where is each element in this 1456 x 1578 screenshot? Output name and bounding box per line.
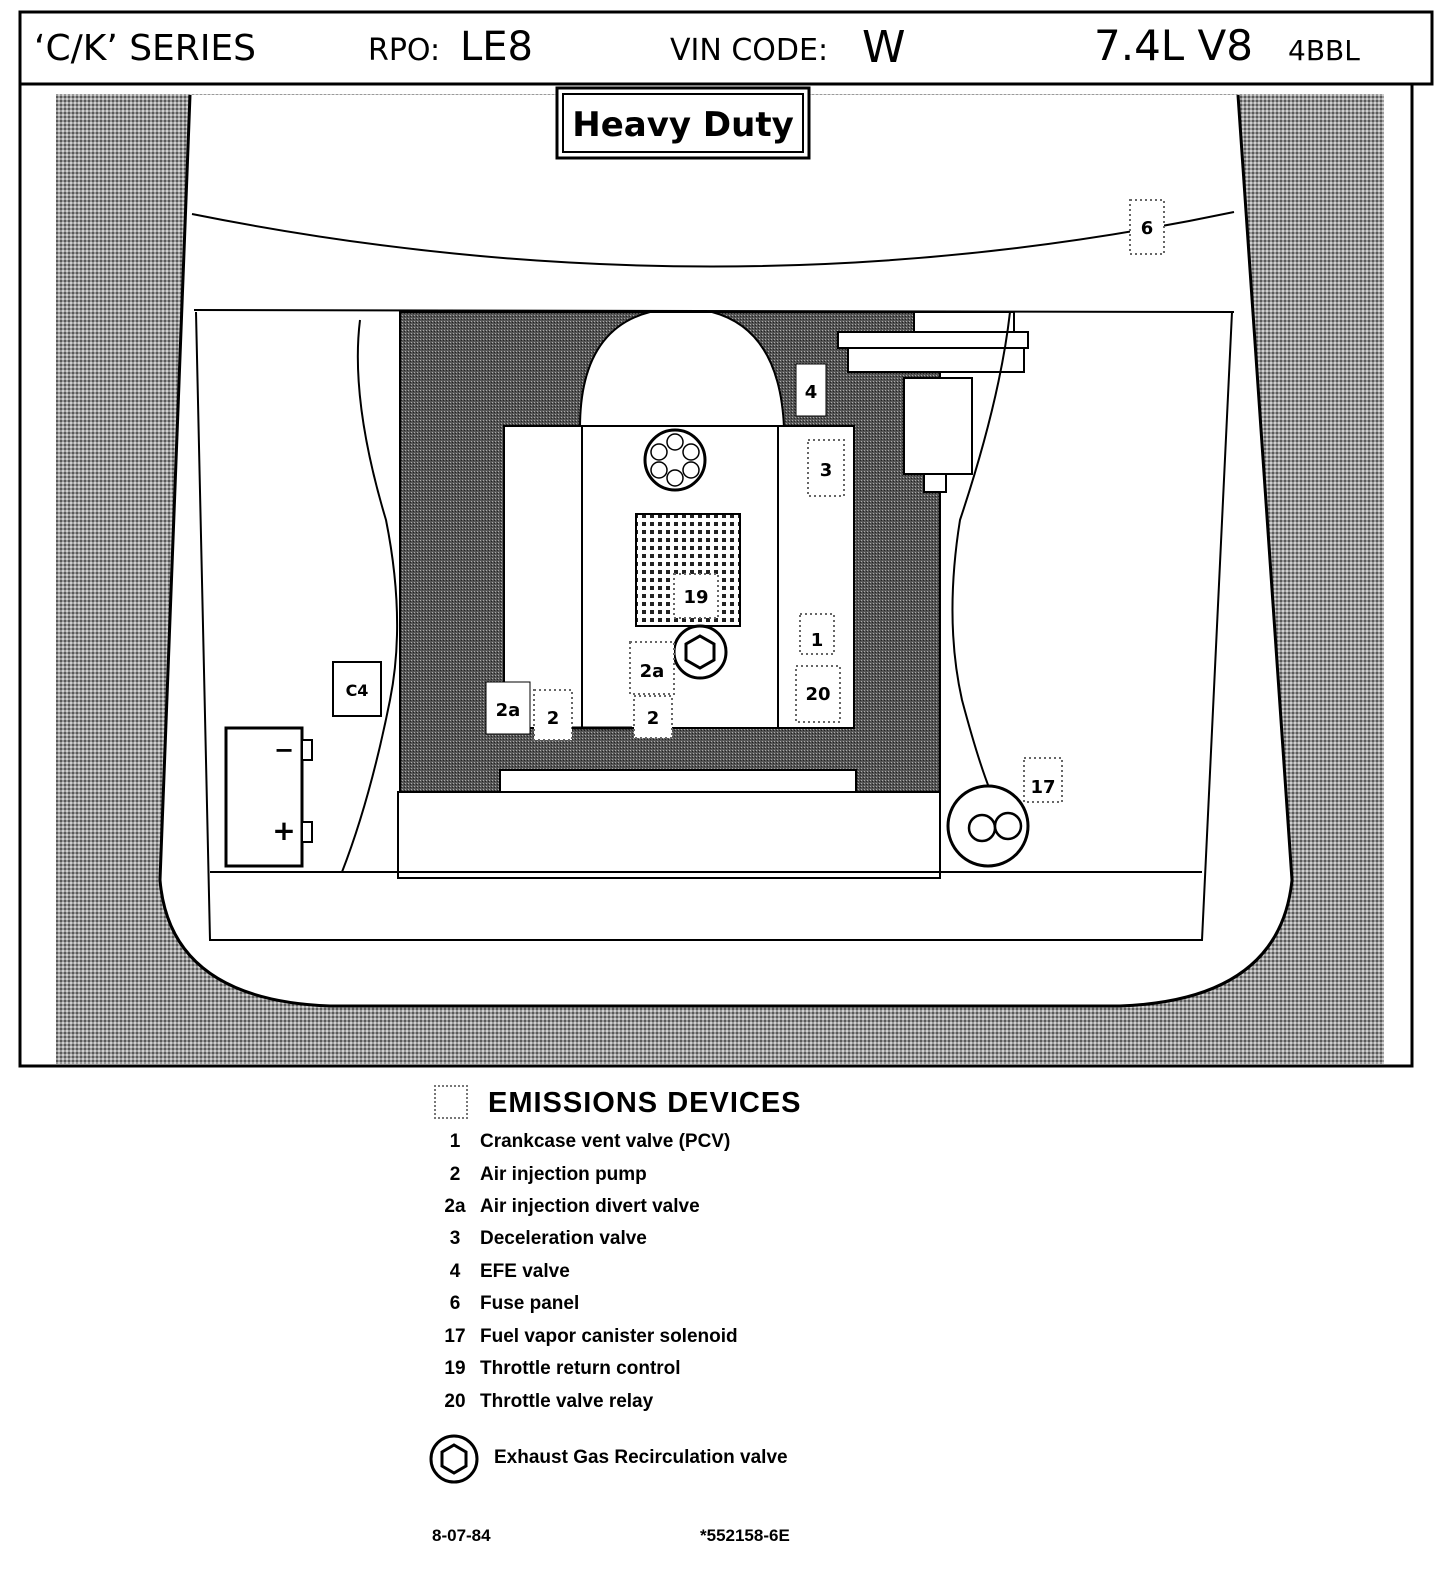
- air-pump-center-marker: [633, 695, 673, 739]
- master-cylinder-cap: [837, 331, 1029, 349]
- decel-valve-marker: [807, 439, 845, 497]
- part-number: *552158-6E: [700, 1526, 790, 1545]
- efe-valve-marker: [795, 363, 827, 417]
- pcv-valve-number: 1: [811, 630, 824, 651]
- air-pump-left-number: 2: [547, 708, 560, 729]
- engine-size: 7.4L V8: [1094, 21, 1253, 70]
- canister-port-right: [993, 811, 1023, 841]
- c4-module: [332, 661, 382, 717]
- air-pump-center-number: 2: [647, 708, 660, 729]
- inner-bay-line: [195, 311, 1233, 941]
- fuse-panel-number: 6: [1141, 218, 1154, 239]
- legend-title: EMISSIONS DEVICES: [488, 1087, 802, 1119]
- heavy-duty-badge-inner: [562, 93, 804, 153]
- booster-top: [913, 311, 1015, 333]
- battery-positive-sign: +: [272, 814, 295, 847]
- air-cleaner-snout: [578, 311, 786, 429]
- front-crossmember: [499, 769, 857, 795]
- heavy-duty-label: Heavy Duty: [572, 105, 793, 145]
- throttle-return-marker: [673, 573, 719, 619]
- egr-icon: [429, 1434, 479, 1484]
- legend-dotted-swatch: [434, 1085, 468, 1119]
- canister-solenoid-number: 17: [1030, 777, 1055, 798]
- vin-value: W: [862, 22, 906, 73]
- booster-pushrod: [923, 473, 947, 493]
- wiring-harness: [341, 319, 399, 873]
- brake-booster: [903, 377, 973, 475]
- divert-valve-center-marker: [629, 641, 675, 695]
- canister-solenoid-marker: [1023, 757, 1063, 803]
- master-cylinder-body: [847, 347, 1025, 373]
- pcv-valve-marker: [799, 613, 835, 655]
- distributor-post-6: [650, 443, 668, 461]
- divert-valve-left-marker: [485, 681, 531, 735]
- distributor-post-2: [682, 443, 700, 461]
- decel-valve-number: 3: [820, 460, 833, 481]
- throttle-return-number: 19: [683, 587, 708, 608]
- series-label: ‘C/K’ SERIES: [34, 28, 256, 69]
- header-bar: [18, 10, 1434, 86]
- efe-valve-number: 4: [805, 382, 818, 403]
- brake-line: [951, 311, 1011, 791]
- rpo-label: RPO:: [368, 33, 440, 68]
- distributor-post-5: [650, 461, 668, 479]
- egr-valve-hex: [684, 634, 716, 670]
- distributor-post-4: [666, 469, 684, 487]
- fender-surround: [56, 94, 1384, 1064]
- distributor-post-1: [666, 433, 684, 451]
- diagram-date: 8-07-84: [432, 1526, 491, 1545]
- rpo-value: LE8: [460, 24, 533, 70]
- throttle-relay-marker: [795, 665, 841, 723]
- heavy-duty-badge: [555, 86, 811, 160]
- engine-bay-outline: [158, 94, 1294, 1008]
- throttle-relay-number: 20: [805, 684, 830, 705]
- air-pump-left-marker: [533, 689, 573, 741]
- c4-label: C4: [346, 681, 369, 700]
- divert-valve-left-number: 2a: [496, 700, 521, 721]
- distributor-post-3: [682, 461, 700, 479]
- egr-label: Exhaust Gas Recirculation valve: [494, 1447, 788, 1468]
- canister-port-left: [967, 813, 997, 843]
- divert-valve-center-number: 2a: [640, 661, 665, 682]
- carburetor-type: 4BBL: [1288, 34, 1360, 67]
- vin-label: VIN CODE:: [670, 33, 828, 68]
- cowl-panel: [191, 211, 1235, 268]
- fuse-panel-marker: [1129, 199, 1165, 255]
- battery: [224, 726, 304, 868]
- battery-terminal-positive: [301, 821, 313, 843]
- battery-negative-sign: −: [274, 736, 294, 764]
- battery-terminal-negative: [301, 739, 313, 761]
- radiator-support: [397, 791, 941, 879]
